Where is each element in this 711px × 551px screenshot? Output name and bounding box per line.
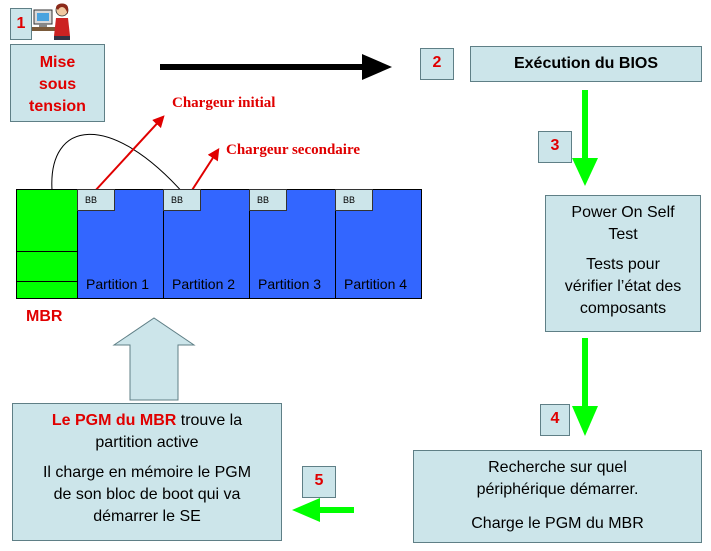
step5-highlight: Le PGM du MBR — [51, 412, 177, 429]
partition-1 — [77, 189, 164, 299]
step5-text: Le PGM du MBR trouve la — [13, 410, 281, 432]
arrow-step4-to-step5 — [292, 498, 354, 522]
step3-text: Test — [608, 226, 638, 243]
step3-text: composants — [579, 300, 667, 317]
chargeur-initial-label: Chargeur initial — [172, 95, 276, 111]
step1-number: 1 — [10, 8, 32, 40]
mbr-label: MBR — [26, 308, 63, 325]
step5-box: Le PGM du MBR trouve la partition active… — [12, 403, 282, 541]
step3-text: vérifier l’état des — [564, 278, 682, 295]
step1-line: sous — [38, 76, 77, 93]
step5-text: Il charge en mémoire le PGM — [42, 464, 252, 481]
arrow-step1-to-step2 — [160, 54, 392, 80]
arrow-step2-to-step3 — [572, 90, 598, 186]
boot-block-4: BB — [335, 189, 373, 211]
step5-text: de son bloc de boot qui va — [53, 486, 241, 503]
step2-number: 2 — [420, 48, 454, 80]
step1-line: Mise — [39, 54, 76, 71]
partition-label: Partition 1 — [86, 276, 150, 292]
step5-text-rest: trouve la — [176, 412, 243, 429]
step3-box: Power On Self Test Tests pour vérifier l… — [545, 195, 701, 332]
step2-box: Exécution du BIOS — [470, 46, 702, 82]
boot-block-3: BB — [249, 189, 287, 211]
partition-label: Partition 2 — [172, 276, 236, 292]
step3-number: 3 — [538, 131, 572, 163]
step1-box: Mise sous tension — [10, 44, 105, 122]
arrow-step3-to-step4 — [572, 338, 598, 436]
step4-text: Charge le PGM du MBR — [471, 515, 644, 532]
mbr-block — [16, 189, 78, 299]
step5-number: 5 — [302, 466, 336, 498]
step3-text: Power On Self — [571, 204, 675, 221]
boot-block-1: BB — [77, 189, 115, 211]
partition-label: Partition 4 — [344, 276, 408, 292]
partition-label: Partition 3 — [258, 276, 322, 292]
step4-number: 4 — [540, 404, 570, 436]
step4-box: Recherche sur quel périphérique démarrer… — [413, 450, 702, 543]
chargeur-secondaire-label: Chargeur secondaire — [226, 142, 361, 158]
person-at-computer-icon — [32, 2, 74, 42]
step4-text: périphérique démarrer. — [476, 481, 639, 498]
step4-text: Recherche sur quel — [488, 459, 627, 476]
step5-text: partition active — [95, 434, 199, 451]
step1-line: tension — [29, 98, 86, 115]
boot-block-2: BB — [163, 189, 201, 211]
step5-text: démarrer le SE — [93, 508, 201, 525]
arrow-step5-to-mbr — [112, 317, 196, 401]
curve-mbr-to-partition2 — [51, 133, 186, 196]
step3-text: Tests pour — [586, 256, 660, 273]
